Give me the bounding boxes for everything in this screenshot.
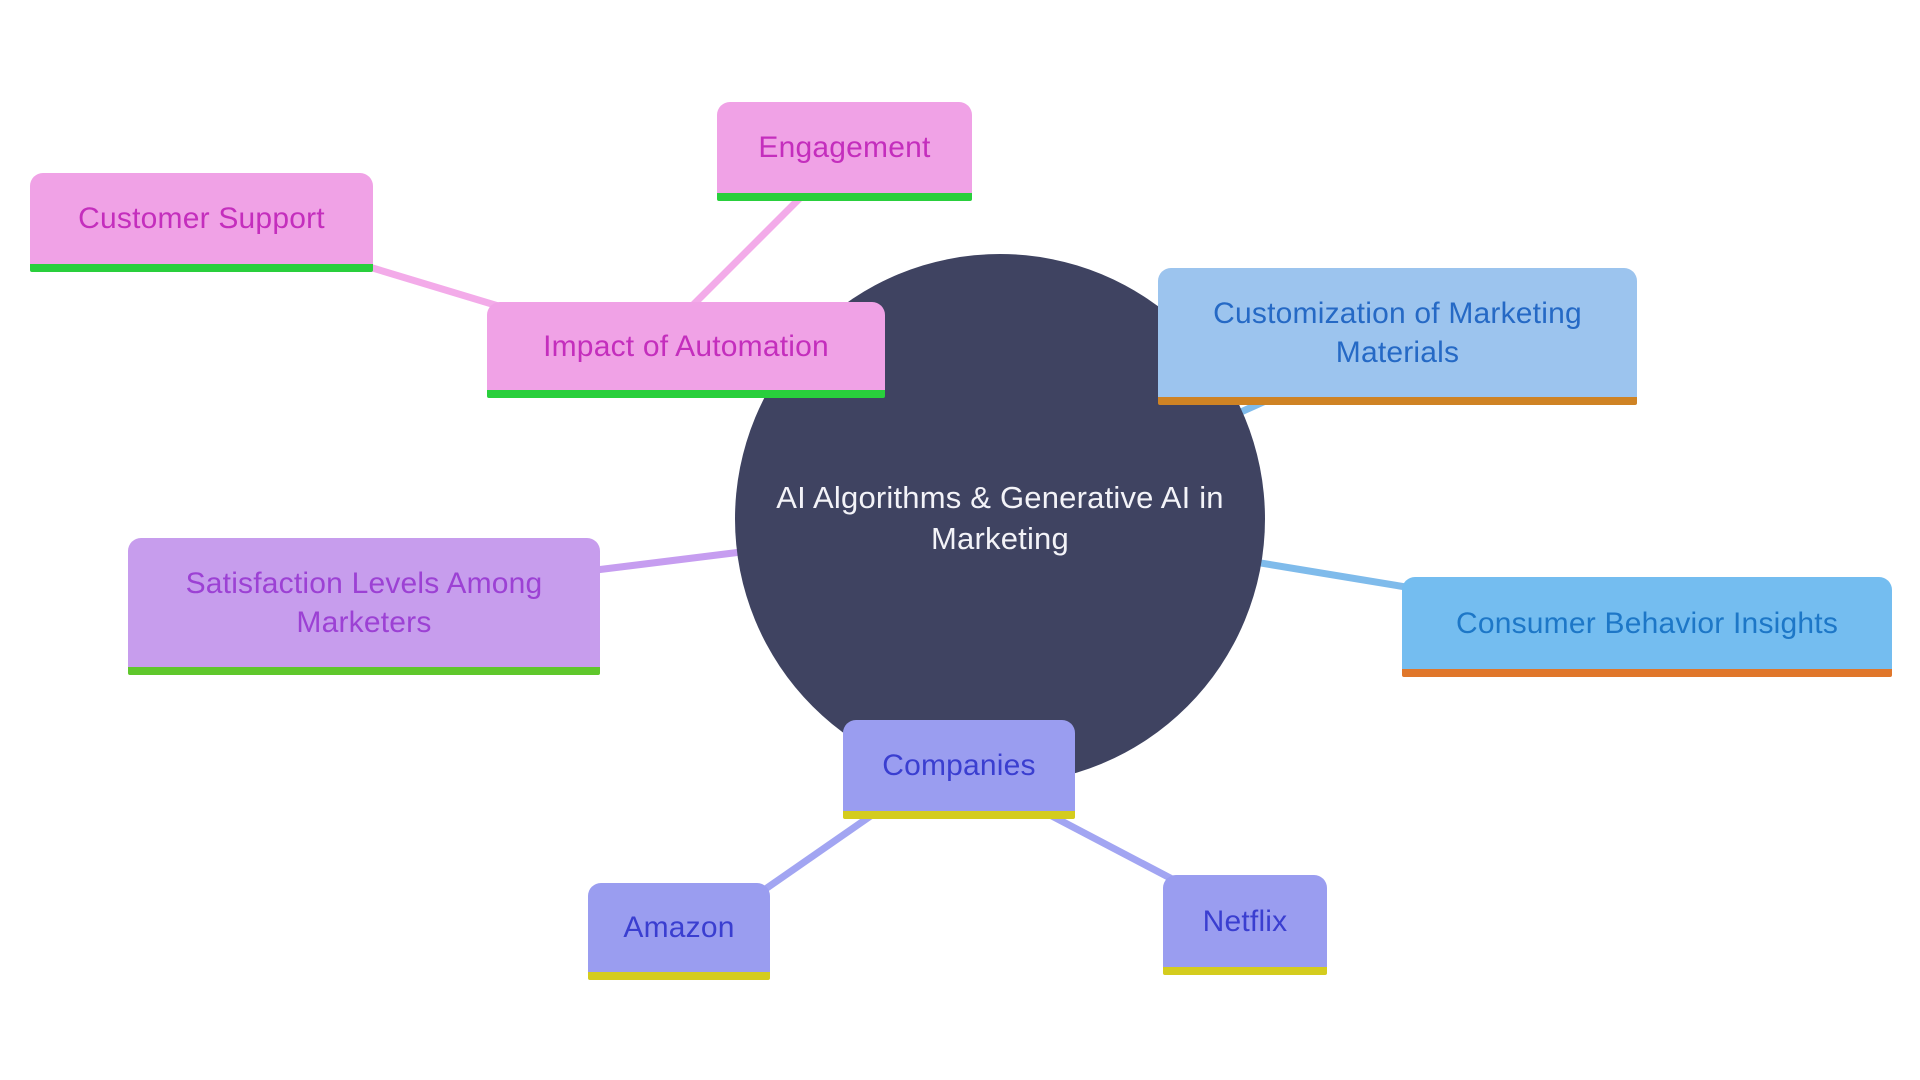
node-underline — [30, 264, 373, 272]
node-label: Netflix — [1202, 904, 1288, 938]
node-underline — [843, 811, 1075, 819]
node-customization-of-marketing-materials[interactable]: Customization of Marketing Materials — [1158, 268, 1637, 405]
node-label: Amazon — [623, 911, 735, 944]
node-label: Impact of Automation — [543, 329, 829, 363]
node-underline — [588, 972, 770, 980]
node-consumer-behavior-insights[interactable]: Consumer Behavior Insights — [1402, 577, 1892, 677]
node-underline — [128, 667, 600, 675]
node-customer-support[interactable]: Customer Support — [30, 173, 373, 272]
node-underline — [1402, 669, 1892, 677]
node-underline — [487, 390, 885, 398]
edge-impact-engagement — [687, 195, 803, 311]
node-companies[interactable]: Companies — [843, 720, 1075, 819]
node-underline — [1158, 397, 1637, 405]
node-amazon[interactable]: Amazon — [588, 883, 770, 980]
node-satisfaction-levels-among-marketers[interactable]: Satisfaction Levels Among Marketers — [128, 538, 600, 675]
node-impact-of-automation[interactable]: Impact of Automation — [487, 302, 885, 398]
edge-impact-customer-support — [364, 262, 507, 312]
node-label: Customer Support — [78, 202, 325, 235]
node-label: Companies — [882, 749, 1036, 782]
node-label: Satisfaction Levels Among Marketers — [185, 566, 543, 639]
edge-companies-netflix — [1048, 811, 1176, 884]
node-underline — [1163, 967, 1327, 975]
node-netflix[interactable]: Netflix — [1163, 875, 1327, 975]
node-label: Engagement — [758, 131, 931, 164]
node-engagement[interactable]: Engagement — [717, 102, 972, 201]
node-label: Consumer Behavior Insights — [1455, 606, 1839, 640]
node-label: Customization of Marketing Materials — [1213, 296, 1582, 369]
node-underline — [717, 193, 972, 201]
edge-companies-amazon — [762, 812, 874, 893]
